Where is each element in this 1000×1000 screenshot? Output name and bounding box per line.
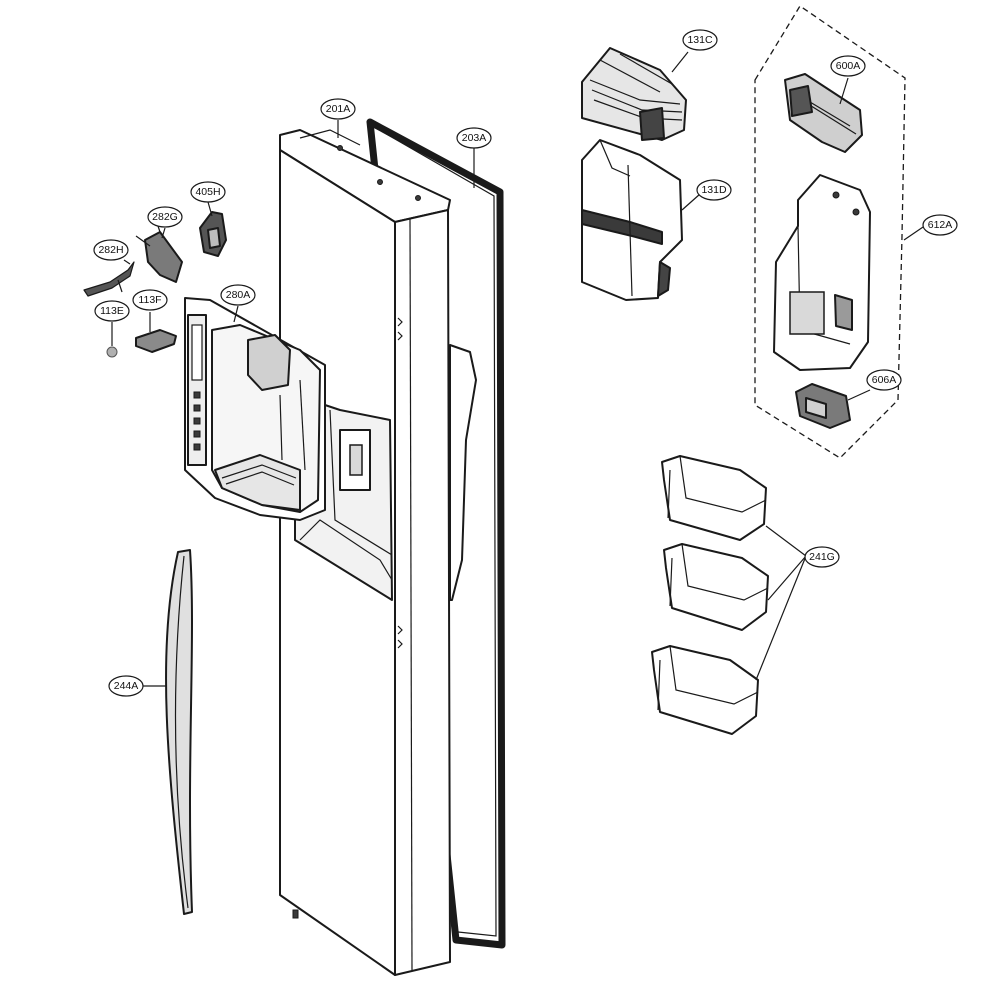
callout-label: 131D: [701, 184, 727, 196]
callout-label: 131C: [687, 34, 713, 46]
callout-label: 241G: [809, 551, 835, 563]
door-bin-241G-middle: [663, 543, 769, 631]
callout-203A: 203A: [456, 127, 492, 149]
callout-282G: 282G: [147, 206, 183, 228]
callout-131D: 131D: [696, 179, 732, 201]
ice-maker-assembly-612A: [754, 5, 906, 459]
callout-label: 203A: [462, 132, 487, 144]
callout-label: 113F: [138, 294, 161, 306]
callout-label: 600A: [836, 60, 861, 72]
ice-maker-600A: [784, 73, 863, 153]
callout-612A: 612A: [922, 214, 958, 236]
part-405H: [199, 211, 227, 257]
ice-bucket-cover-131C: [581, 47, 687, 141]
callout-label: 282G: [152, 211, 178, 223]
callout-244A: 244A: [108, 675, 144, 697]
callout-405H: 405H: [190, 181, 226, 203]
ice-bucket-131D: [581, 139, 683, 301]
part-282H: [83, 261, 135, 297]
callout-label: 405H: [195, 186, 220, 198]
door-handle-244A: [165, 549, 193, 915]
callout-606A: 606A: [866, 369, 902, 391]
part-282G: [135, 225, 183, 283]
callout-201A: 201A: [320, 98, 356, 120]
callout-label: 612A: [928, 219, 953, 231]
callout-label: 282H: [98, 244, 123, 256]
callout-label: 280A: [226, 289, 251, 301]
callout-113E: 113E: [94, 300, 130, 322]
auger-motor-606A: [795, 383, 851, 429]
callout-label: 201A: [326, 103, 351, 115]
callout-600A: 600A: [830, 55, 866, 77]
door-bin-241G-top: [661, 455, 767, 541]
callout-label: 244A: [114, 680, 139, 692]
callout-131C: 131C: [682, 29, 718, 51]
part-113E: [106, 346, 118, 358]
door-bin-241G-bottom: [651, 645, 759, 735]
callout-280A: 280A: [220, 284, 256, 306]
callout-label: 606A: [872, 374, 897, 386]
part-113F: [135, 329, 177, 353]
dispenser-cover-280A: [184, 297, 326, 521]
callout-label: 113E: [100, 305, 124, 317]
leader-lines: [111, 51, 927, 687]
callout-113F: 113F: [132, 289, 168, 311]
callout-241G: 241G: [804, 546, 840, 568]
door-assembly-201A: [279, 129, 477, 976]
callout-282H: 282H: [93, 239, 129, 261]
